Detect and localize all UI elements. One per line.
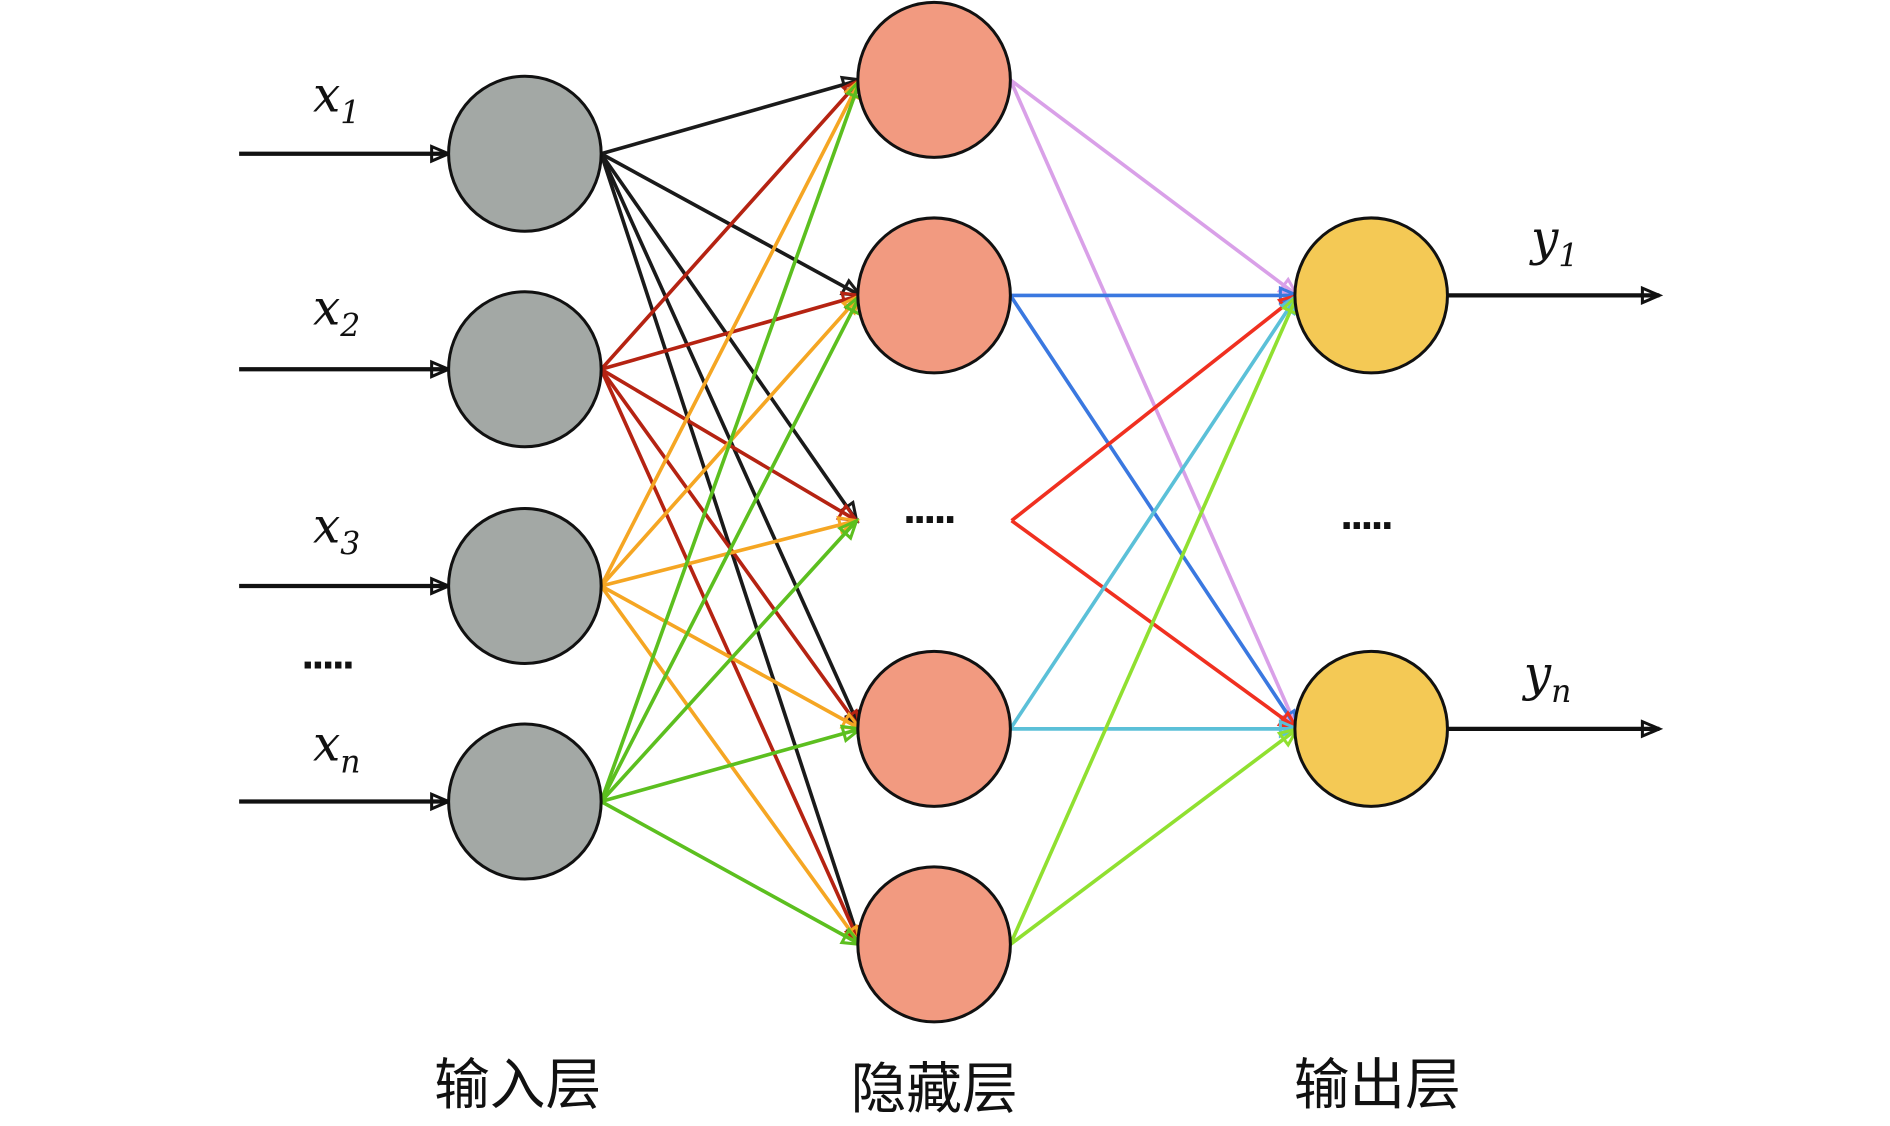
edge-input4-hidden5	[600, 799, 862, 946]
edge-input1-hidden1	[600, 78, 861, 156]
edge-input3-hidden1	[599, 79, 862, 587]
arrowhead-icon	[430, 359, 453, 379]
edge-input4-hidden1	[599, 79, 862, 803]
arrowhead-icon	[1276, 726, 1301, 748]
hidden-ellipsis: .....	[903, 489, 955, 532]
arrowhead-icon	[1276, 710, 1301, 732]
arrowhead-icon	[430, 576, 453, 596]
edge-input2-hidden1	[599, 78, 862, 371]
arrowhead-icon	[1278, 719, 1302, 739]
hidden-node-4	[856, 649, 1012, 808]
arrowhead-icon	[1276, 276, 1301, 298]
hidden-node-5	[856, 865, 1012, 1024]
output-ellipsis: .....	[1340, 495, 1392, 538]
input-node-2	[447, 290, 603, 449]
hidden-node-2	[856, 216, 1012, 375]
edge-hidden4-output1	[1008, 294, 1299, 730]
hidden-layer-label: 隐藏层	[851, 1057, 1018, 1122]
input-label-3: x3	[313, 498, 360, 562]
output-layer-label: 输出层	[1294, 1053, 1461, 1118]
output-label-1: y1	[1529, 210, 1578, 274]
input-layer-label: 输入层	[434, 1053, 601, 1118]
input-node-3	[447, 507, 603, 666]
arrowhead-icon	[839, 724, 864, 744]
input-label-n: xn	[313, 716, 361, 780]
output-label-n: yn	[1522, 646, 1572, 710]
edge-hidden5-output1	[1008, 294, 1299, 946]
input-node-4	[447, 722, 603, 881]
arrowhead-icon	[430, 144, 453, 164]
edge-input4-hidden2	[599, 294, 862, 803]
input-label-1: x1	[313, 67, 360, 131]
input-ellipsis: .....	[301, 634, 353, 677]
arrowhead-icon	[1640, 285, 1664, 305]
output-node-1	[1293, 216, 1449, 375]
arrowhead-icon	[430, 791, 453, 812]
edge-hidden5-output2	[1009, 727, 1299, 946]
edge-hidden1-output2	[1008, 79, 1299, 730]
edge-hidden3-output2	[1010, 519, 1299, 731]
input-label-2: x2	[313, 280, 360, 344]
edge-hidden1-output1	[1009, 78, 1299, 297]
arrowhead-icon	[1640, 719, 1664, 739]
hidden-node-1	[856, 0, 1012, 159]
arrowhead-icon	[837, 517, 860, 541]
output-node-2	[1293, 649, 1449, 808]
arrowhead-icon	[839, 927, 864, 947]
edge-hidden3-output1	[1010, 293, 1299, 523]
input-node-1	[447, 74, 603, 233]
edge-input4-hidden4	[600, 727, 861, 804]
edge-input4-hidden3	[599, 519, 858, 803]
